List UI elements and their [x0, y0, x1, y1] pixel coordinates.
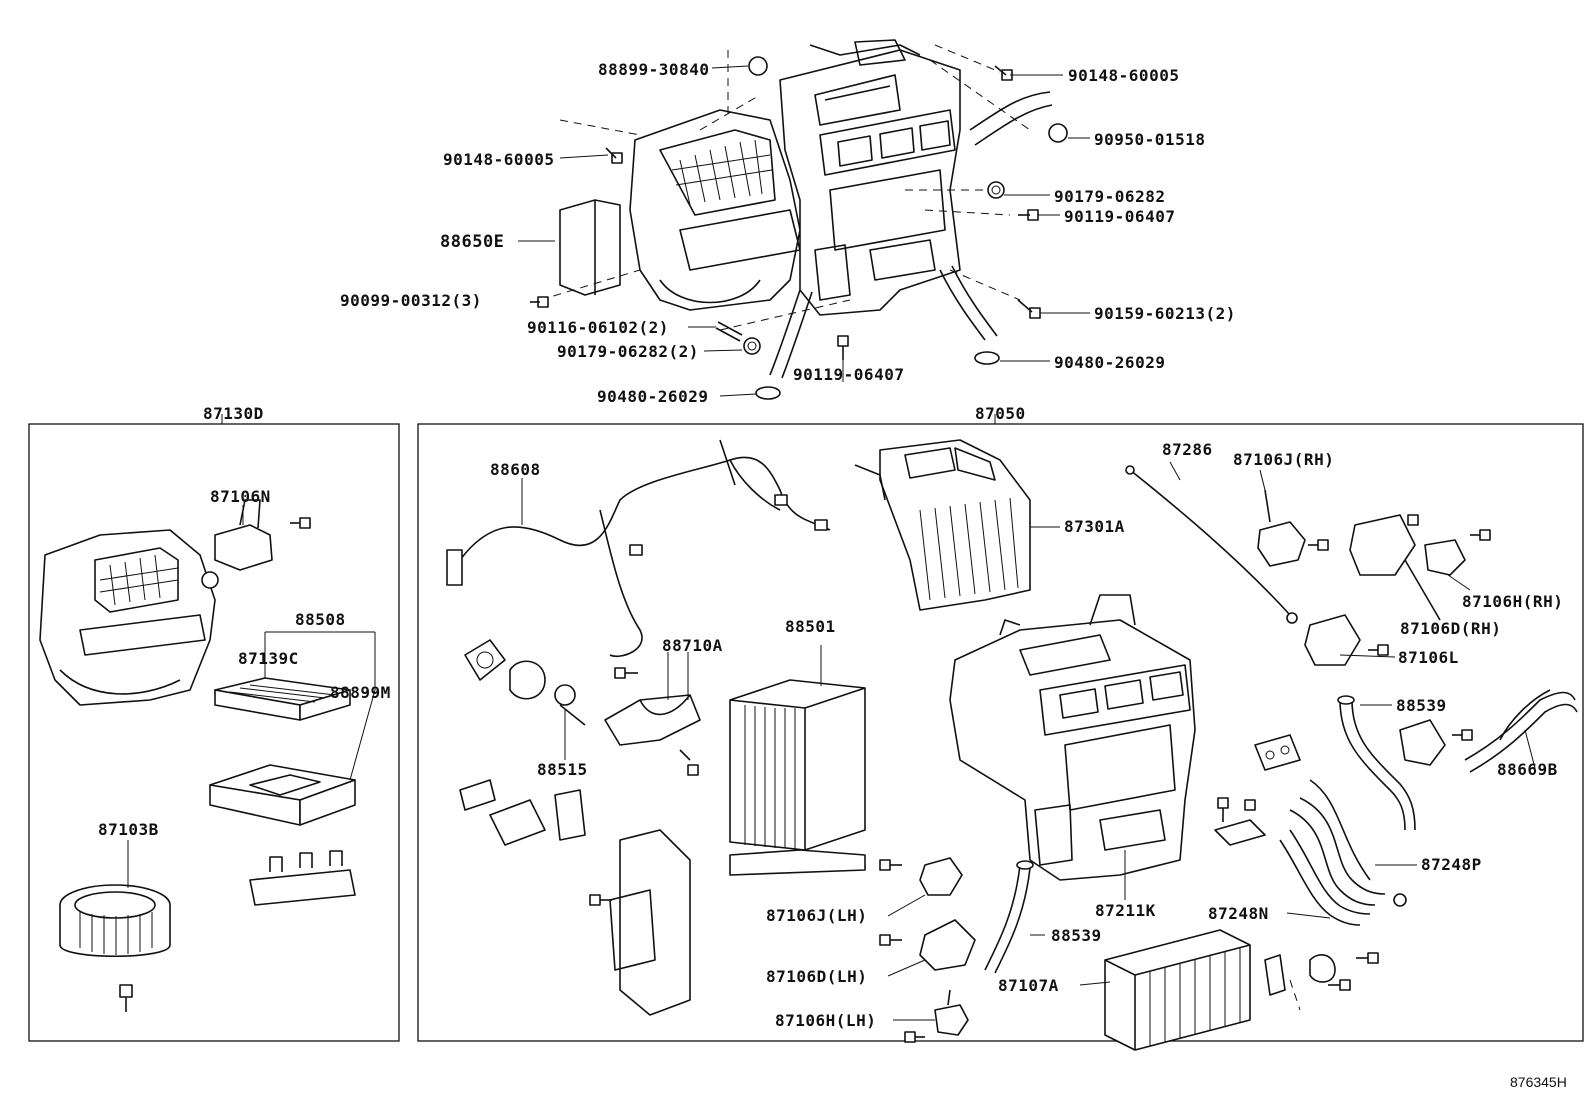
callout-87106j-lh: 87106J(LH)	[766, 906, 868, 925]
callout-90099-00312: 90099-00312(3)	[340, 291, 482, 310]
group-box-87130d	[28, 423, 400, 1042]
group-label-87130d: 87130D	[203, 404, 264, 423]
callout-90950-01518: 90950-01518	[1094, 130, 1206, 149]
callout-87211k: 87211K	[1095, 901, 1156, 920]
callout-90148-60005-b: 90148-60005	[443, 150, 555, 169]
callout-87106d-rh: 87106D(RH)	[1400, 619, 1502, 638]
callout-90179-06282-2: 90179-06282(2)	[557, 342, 699, 361]
callout-87106l: 87106L	[1398, 648, 1459, 667]
figure-id: 876345H	[1510, 1074, 1567, 1090]
callout-88608: 88608	[490, 460, 541, 479]
callout-90480-26029-a: 90480-26029	[1054, 353, 1166, 372]
callout-90480-26029-b: 90480-26029	[597, 387, 709, 406]
callout-88650e: 88650E	[440, 232, 505, 252]
heater-unit-components	[446, 439, 1578, 1051]
callout-88899-30840: 88899-30840	[598, 60, 710, 79]
callout-90148-60005-a: 90148-60005	[1068, 66, 1180, 85]
callout-87103b: 87103B	[98, 820, 159, 839]
callout-88501: 88501	[785, 617, 836, 636]
callout-87139c: 87139C	[238, 649, 299, 668]
callout-87106h-rh: 87106H(RH)	[1462, 592, 1564, 611]
group-box-87050	[417, 423, 1584, 1042]
callout-87106n: 87106N	[210, 487, 271, 506]
top-heater-assembly	[530, 39, 1068, 400]
callout-87301a: 87301A	[1064, 517, 1125, 536]
callout-87106h-lh: 87106H(LH)	[775, 1011, 877, 1030]
callout-87248p: 87248P	[1421, 855, 1482, 874]
callout-87107a: 87107A	[998, 976, 1059, 995]
leader-lines	[127, 65, 1536, 1021]
blower-unit-group	[39, 499, 356, 1012]
callout-87248n: 87248N	[1208, 904, 1269, 923]
callout-87106j-rh: 87106J(RH)	[1233, 450, 1335, 469]
callout-88710a: 88710A	[662, 636, 723, 655]
callout-88669b: 88669B	[1497, 760, 1558, 779]
group-label-87050: 87050	[975, 404, 1026, 423]
callout-88899m: 88899M	[330, 683, 391, 702]
callout-90119-06407-a: 90119-06407	[1064, 207, 1176, 226]
callout-90119-06407-b: 90119-06407	[793, 365, 905, 384]
callout-90159-60213: 90159-60213(2)	[1094, 304, 1236, 323]
callout-87286: 87286	[1162, 440, 1213, 459]
callout-87106d-lh: 87106D(LH)	[766, 967, 868, 986]
callout-90179-06282: 90179-06282	[1054, 187, 1166, 206]
callout-88539-rh: 88539	[1396, 696, 1447, 715]
callout-90116-06102: 90116-06102(2)	[527, 318, 669, 337]
callout-88508: 88508	[295, 610, 346, 629]
fastener-icons	[530, 56, 1068, 400]
callout-88539-lh: 88539	[1051, 926, 1102, 945]
callout-88515: 88515	[537, 760, 588, 779]
